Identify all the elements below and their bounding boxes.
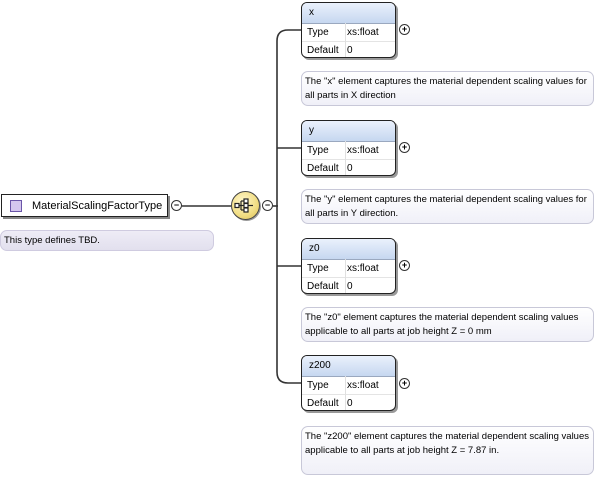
type-row: Type xs:float xyxy=(302,377,395,394)
default-label: Default xyxy=(307,281,339,292)
type-label: Type xyxy=(307,380,329,391)
element-documentation-z200: The "z200" element captures the material… xyxy=(301,426,594,475)
element-name: z200 xyxy=(302,356,395,377)
collapse-sequence-icon[interactable]: − xyxy=(262,200,273,211)
expand-z200-icon[interactable]: + xyxy=(399,378,410,389)
element-box-x[interactable]: x Type xs:float Default 0 xyxy=(301,2,396,58)
type-value: xs:float xyxy=(347,263,379,274)
column-divider xyxy=(345,23,346,57)
sequence-trunk-line xyxy=(276,29,301,384)
expand-glyph: + xyxy=(401,142,408,152)
default-label: Default xyxy=(307,45,339,56)
expand-x-icon[interactable]: + xyxy=(399,24,410,35)
expand-glyph: + xyxy=(401,260,408,270)
element-documentation-x: The "x" element captures the material de… xyxy=(301,71,594,106)
default-label: Default xyxy=(307,163,339,174)
complex-type-icon xyxy=(10,199,22,212)
type-row: Type xs:float xyxy=(302,24,395,41)
sequence-compositor-icon[interactable] xyxy=(231,191,260,220)
type-row: Type xs:float xyxy=(302,142,395,159)
element-box-y[interactable]: y Type xs:float Default 0 xyxy=(301,120,396,176)
default-value: 0 xyxy=(347,281,353,292)
default-row: Default 0 xyxy=(302,394,395,410)
type-label: Type xyxy=(307,145,329,156)
default-row: Default 0 xyxy=(302,41,395,57)
complex-type-name: MaterialScalingFactorType xyxy=(32,199,163,212)
type-row: Type xs:float xyxy=(302,260,395,277)
element-documentation-y: The "y" element captures the material de… xyxy=(301,189,594,224)
column-divider xyxy=(345,376,346,410)
element-name: y xyxy=(302,121,395,142)
type-label: Type xyxy=(307,27,329,38)
element-box-z0[interactable]: z0 Type xs:float Default 0 xyxy=(301,238,396,294)
root-documentation: This type defines TBD. xyxy=(0,230,214,251)
element-documentation-z0: The "z0" element captures the material d… xyxy=(301,307,594,342)
default-value: 0 xyxy=(347,398,353,409)
column-divider xyxy=(345,141,346,175)
type-value: xs:float xyxy=(347,27,379,38)
sequence-glyph-icon xyxy=(234,198,253,213)
element-name: z0 xyxy=(302,239,395,260)
type-label: Type xyxy=(307,263,329,274)
type-value: xs:float xyxy=(347,145,379,156)
default-value: 0 xyxy=(347,45,353,56)
default-label: Default xyxy=(307,398,339,409)
expand-z0-icon[interactable]: + xyxy=(399,260,410,271)
collapse-glyph: − xyxy=(173,200,180,210)
element-box-z200[interactable]: z200 Type xs:float Default 0 xyxy=(301,355,396,411)
expand-glyph: + xyxy=(401,378,408,388)
default-value: 0 xyxy=(347,163,353,174)
expand-y-icon[interactable]: + xyxy=(399,142,410,153)
default-row: Default 0 xyxy=(302,159,395,175)
default-row: Default 0 xyxy=(302,277,395,293)
complex-type-box[interactable]: MaterialScalingFactorType xyxy=(1,194,168,217)
collapse-glyph: − xyxy=(264,200,271,210)
collapse-root-icon[interactable]: − xyxy=(171,200,182,211)
column-divider xyxy=(345,259,346,293)
element-name: x xyxy=(302,3,395,24)
type-value: xs:float xyxy=(347,380,379,391)
expand-glyph: + xyxy=(401,24,408,34)
